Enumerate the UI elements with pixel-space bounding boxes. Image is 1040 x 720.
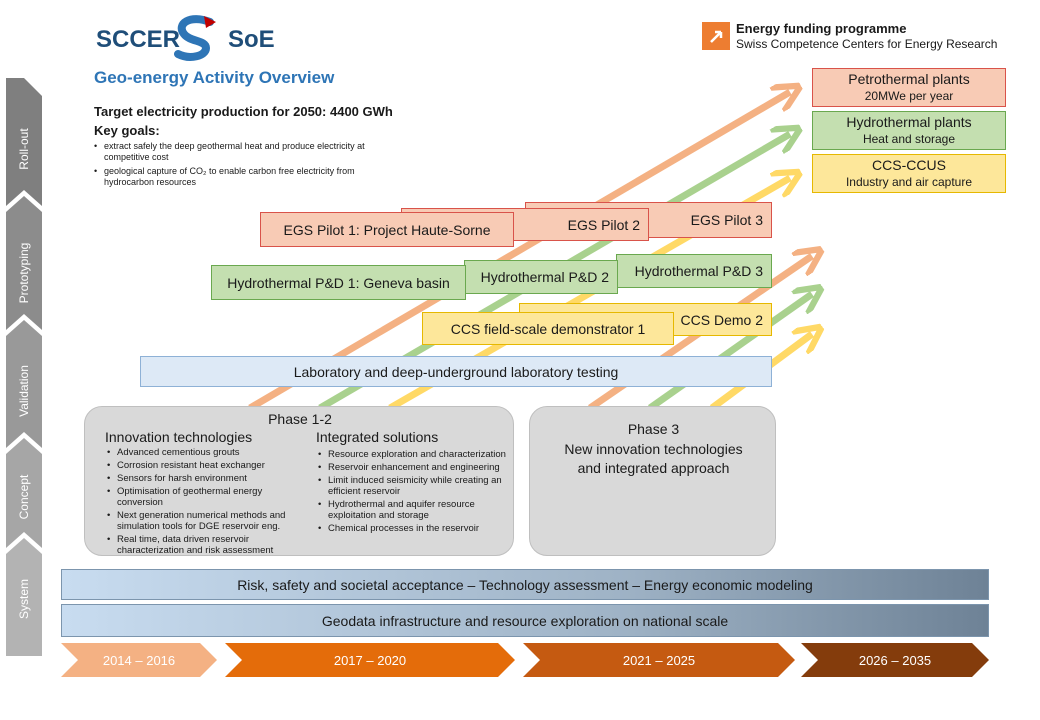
timeline-label-4: 2026 – 2035 [858, 652, 932, 668]
integrated-item: Chemical processes in the reservoir [318, 523, 506, 534]
phase-1-2-title: Phase 1-2 [268, 411, 332, 427]
integrated-list: Resource exploration and characterizatio… [316, 449, 506, 536]
integrated-item: Reservoir enhancement and engineering [318, 462, 506, 473]
innovation-item: Next generation numerical methods and si… [107, 510, 301, 532]
hydrothermal-pd-2: Hydrothermal P&D 2 [464, 260, 618, 294]
timeline-segment-2 [225, 643, 515, 677]
ccs-demonstrator-1: CCS field-scale demonstrator 1 [422, 312, 674, 345]
outcome-subtitle: Heat and storage [862, 131, 956, 146]
innovation-item: Corrosion resistant heat exchanger [107, 460, 301, 471]
hydrothermal-pd-3: Hydrothermal P&D 3 [616, 254, 772, 288]
timeline-label-3: 2021 – 2025 [622, 652, 696, 668]
timeline-segment-1 [61, 643, 217, 677]
timeline-label-2: 2017 – 2020 [333, 652, 407, 668]
stage-column [6, 78, 42, 656]
arrow-hydrothermal-phase3 [647, 294, 812, 411]
outcome-subtitle: Industry and air capture [845, 174, 973, 189]
egs-pilot-1: EGS Pilot 1: Project Haute-Sorne [260, 212, 514, 247]
integrated-item: Limit induced seismicity while creating … [318, 475, 506, 497]
arrow-petrothermal [248, 92, 790, 412]
outcome-subtitle: 20MWe per year [864, 88, 954, 103]
innovation-item: Sensors for harsh environment [107, 473, 301, 484]
phase-3-line-1: New innovation technologies [564, 441, 743, 457]
outcome-hydrothermal: Hydrothermal plants Heat and storage [812, 111, 1006, 150]
sccer-s-logo-icon [174, 15, 216, 61]
target-text: Target electricity production for 2050: … [94, 104, 393, 119]
key-goal-item: •geological capture of CO₂ to enable car… [94, 166, 355, 187]
phase-1-2-panel: Phase 1-2 Innovation technologies Advanc… [84, 406, 514, 556]
innovation-item: Real time, data driven reservoir charact… [107, 534, 301, 556]
funding-subtitle: Swiss Competence Centers for Energy Rese… [736, 37, 998, 51]
key-goal-item: •extract safely the deep geothermal heat… [94, 141, 365, 162]
timeline-segment-3 [523, 643, 795, 677]
integrated-heading: Integrated solutions [316, 429, 439, 445]
hydrothermal-pd-1: Hydrothermal P&D 1: Geneva basin [211, 265, 466, 300]
stage-chevron-system [6, 538, 42, 656]
key-goals-heading: Key goals: [94, 123, 160, 138]
innovation-item: Advanced cementious grouts [107, 447, 301, 458]
timeline-segment-4 [801, 643, 989, 677]
logo-text-left: SCCER [96, 26, 181, 53]
system-bar-risk: Risk, safety and societal acceptance – T… [61, 569, 989, 600]
innovation-item: Optimisation of geothermal energy conver… [107, 486, 301, 508]
funding-logo-icon [702, 22, 730, 50]
stage-chevron-concept [6, 438, 42, 548]
outcome-title: Petrothermal plants [848, 70, 970, 87]
integrated-item: Hydrothermal and aquifer resource exploi… [318, 499, 506, 521]
funding-title: Energy funding programme [736, 21, 907, 36]
key-goals-list: •extract safely the deep geothermal heat… [94, 141, 404, 188]
page-title: Geo-energy Activity Overview [94, 68, 335, 87]
innovation-heading: Innovation technologies [105, 429, 253, 445]
system-bar-geodata: Geodata infrastructure and resource expl… [61, 604, 989, 637]
outcome-title: CCS-CCUS [872, 156, 946, 173]
phase-3-panel: Phase 3 New innovation technologies and … [529, 406, 776, 556]
outcome-petrothermal: Petrothermal plants 20MWe per year [812, 68, 1006, 107]
laboratory-testing: Laboratory and deep-underground laborato… [140, 356, 772, 387]
stage-chevron-rollout [6, 78, 42, 206]
integrated-item: Resource exploration and characterizatio… [318, 449, 506, 460]
outcome-title: Hydrothermal plants [846, 113, 972, 130]
outcome-ccs: CCS-CCUS Industry and air capture [812, 154, 1006, 193]
innovation-list: Advanced cementious grouts Corrosion res… [105, 447, 301, 558]
stage-chevron-prototyping [6, 196, 42, 330]
phase-3-title: Phase 3 [627, 421, 680, 437]
sccer-logo: SCCER [96, 26, 180, 54]
timeline-label-1: 2014 – 2016 [102, 652, 176, 668]
phase-3-line-2: and integrated approach [577, 460, 730, 476]
stage-chevron-validation [6, 320, 42, 448]
sccer-logo-right: SoE [228, 26, 275, 53]
